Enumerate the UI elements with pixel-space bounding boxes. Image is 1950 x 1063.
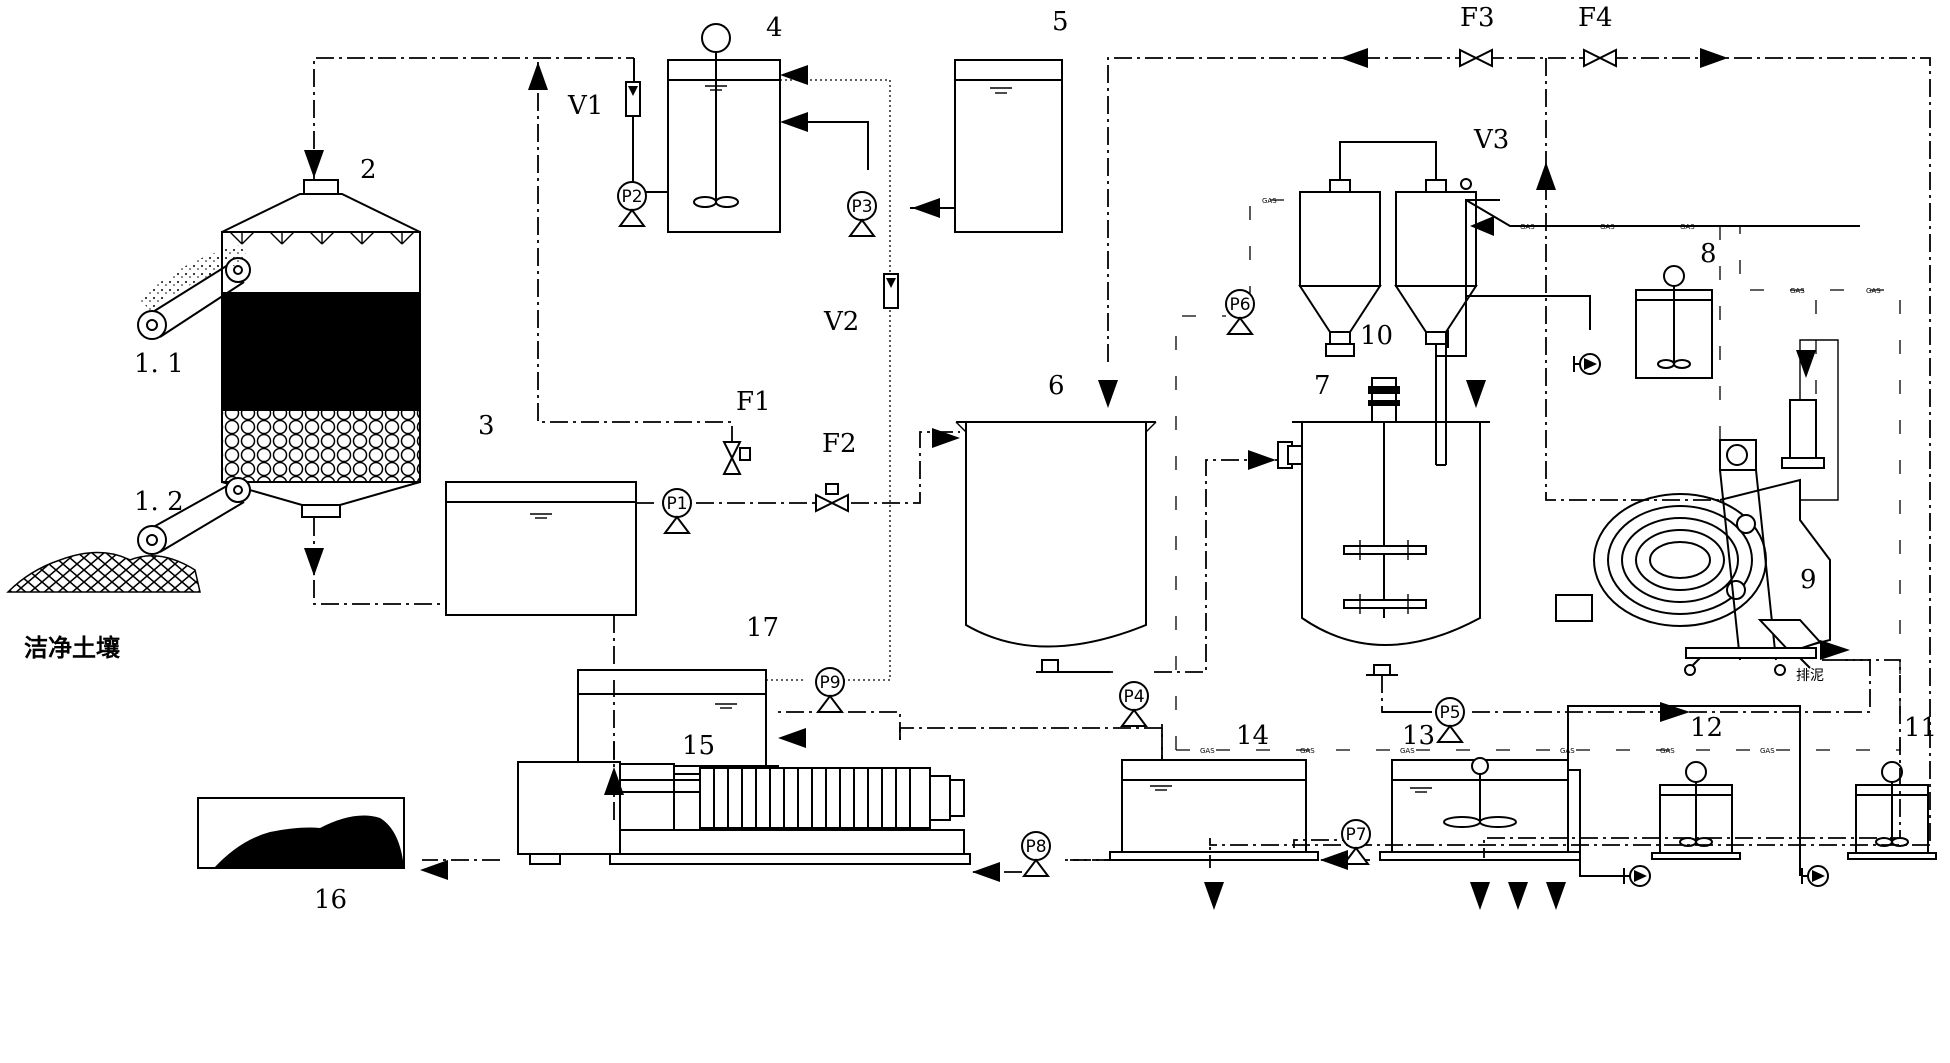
svg-text:13: 13 <box>1402 721 1435 751</box>
svg-text:V3: V3 <box>1473 125 1509 155</box>
svg-text:12: 12 <box>1690 713 1723 743</box>
svg-text:9: 9 <box>1800 565 1817 595</box>
gas-markers: GAS GAS GAS GAS GAS GAS GAS GAS GAS GAS … <box>1200 197 1881 755</box>
valve-f3 <box>1459 48 1493 68</box>
svg-text:F2: F2 <box>822 429 857 459</box>
svg-text:P1: P1 <box>666 494 687 514</box>
svg-text:GAS: GAS <box>1790 287 1805 295</box>
svg-text:GAS: GAS <box>1680 223 1695 231</box>
svg-text:10: 10 <box>1360 321 1393 351</box>
discharge-conveyor <box>137 477 251 555</box>
svg-text:GAS: GAS <box>1262 197 1277 205</box>
svg-text:GAS: GAS <box>1600 223 1615 231</box>
svg-text:14: 14 <box>1236 721 1269 751</box>
svg-text:6: 6 <box>1048 371 1065 401</box>
svg-text:GAS: GAS <box>1400 747 1415 755</box>
svg-text:GAS: GAS <box>1866 287 1881 295</box>
mixing-tank-4 <box>667 23 781 233</box>
svg-text:5: 5 <box>1052 7 1069 37</box>
recycle-line <box>766 79 891 681</box>
flow-arrows <box>304 48 1850 910</box>
svg-text:8: 8 <box>1700 239 1717 269</box>
svg-text:3: 3 <box>478 411 495 441</box>
valve-labels: V1 V2 V3 F1 F2 F3 F4 <box>567 3 1613 459</box>
metering-pump-12 <box>1623 865 1651 887</box>
svg-text:P4: P4 <box>1123 687 1144 707</box>
drum-dryer-9 <box>1555 339 1839 676</box>
pump-p2: P2 <box>617 181 647 227</box>
dosing-tank-8 <box>1635 265 1713 379</box>
pump-p3: P3 <box>847 191 877 237</box>
tank-3 <box>445 481 637 616</box>
flowmeter-v2 <box>883 273 899 309</box>
svg-text:16: 16 <box>314 885 347 915</box>
sludge-cake-16 <box>197 797 405 869</box>
svg-text:F3: F3 <box>1460 3 1495 33</box>
svg-text:F4: F4 <box>1578 3 1613 33</box>
svg-text:GAS: GAS <box>1560 747 1575 755</box>
svg-text:1. 2: 1. 2 <box>134 487 184 517</box>
pump-p8: P8 <box>1021 831 1051 877</box>
svg-text:15: 15 <box>682 731 715 761</box>
svg-text:P9: P9 <box>819 673 840 693</box>
metering-pump-8 <box>1573 353 1601 375</box>
svg-text:P7: P7 <box>1345 825 1366 845</box>
svg-text:排泥: 排泥 <box>1796 668 1824 684</box>
pump-p1: P1 <box>662 488 692 534</box>
pump-p6: P6 <box>1225 289 1255 335</box>
svg-text:洁净土壤: 洁净土壤 <box>24 634 121 662</box>
washing-column <box>221 179 421 518</box>
reactor-7 <box>1277 340 1490 676</box>
valve-f2 <box>815 483 849 513</box>
svg-text:P5: P5 <box>1439 703 1460 723</box>
flowmeter-v1 <box>625 81 641 182</box>
svg-text:GAS: GAS <box>1520 223 1535 231</box>
svg-text:1. 1: 1. 1 <box>134 349 184 379</box>
svg-text:P2: P2 <box>621 187 642 207</box>
metering-pump-11 <box>1801 865 1829 887</box>
svg-text:4: 4 <box>766 13 783 43</box>
filter-press-15 <box>517 761 971 865</box>
feed-conveyor <box>137 245 251 340</box>
tank-5 <box>954 59 1063 233</box>
pump-p4: P4 <box>1119 681 1149 727</box>
svg-text:11: 11 <box>1904 713 1937 743</box>
pump-p7: P7 <box>1341 819 1371 865</box>
valve-f4 <box>1583 48 1617 68</box>
svg-text:17: 17 <box>746 613 779 643</box>
svg-text:P3: P3 <box>851 197 872 217</box>
dosing-tank-12 <box>1651 761 1741 860</box>
svg-text:2: 2 <box>360 155 377 185</box>
gas-lines <box>1175 199 1901 751</box>
svg-text:GAS: GAS <box>1660 747 1675 755</box>
svg-text:V1: V1 <box>567 91 603 121</box>
svg-text:GAS: GAS <box>1300 747 1315 755</box>
dosing-tank-11 <box>1847 761 1937 860</box>
unit-labels: 1. 1 1. 2 2 3 4 5 6 7 8 9 10 11 12 13 14… <box>24 7 1937 915</box>
clean-soil-pile <box>6 551 201 593</box>
tank-14 <box>1109 759 1319 861</box>
cyclone-separators-10 <box>1298 141 1478 357</box>
valve-f1 <box>722 441 751 475</box>
svg-text:F1: F1 <box>736 387 771 417</box>
pump-p5: P5 <box>1435 697 1465 743</box>
svg-text:GAS: GAS <box>1760 747 1775 755</box>
svg-text:P8: P8 <box>1025 837 1046 857</box>
svg-text:7: 7 <box>1314 371 1331 401</box>
svg-text:V2: V2 <box>823 307 859 337</box>
tank-6 <box>955 421 1157 673</box>
pump-p9: P9 <box>815 667 845 713</box>
svg-text:P6: P6 <box>1229 295 1250 315</box>
tank-17 <box>565 669 779 775</box>
svg-text:GAS: GAS <box>1200 747 1215 755</box>
flocculation-tank-13 <box>1379 757 1581 861</box>
